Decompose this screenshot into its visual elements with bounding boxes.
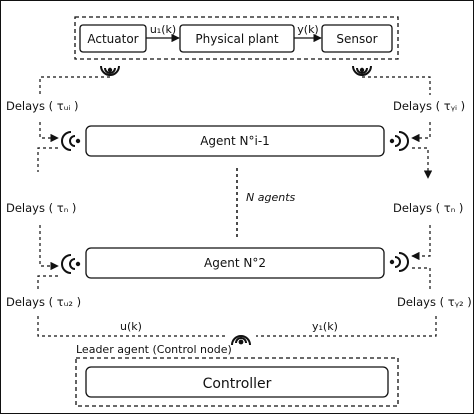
wireless-icon xyxy=(389,131,409,151)
u-k-label: u(k) xyxy=(120,320,142,333)
wireless-icon xyxy=(231,335,251,346)
dashed-link xyxy=(37,147,58,172)
dashed-link xyxy=(39,76,110,95)
leader-enclosure xyxy=(75,357,399,407)
actuator-label: Actuator xyxy=(87,32,138,46)
agent-top-label: Agent N°i-1 xyxy=(200,134,270,148)
controller-block: Controller xyxy=(85,366,389,398)
delay-label-left-mid: Delays ( τₙ ) xyxy=(6,201,76,215)
delay-label-right-top: Delays ( τᵧᵢ ) xyxy=(393,99,465,113)
y1-k-label: y₁(k) xyxy=(312,320,338,333)
actuator-block: Actuator xyxy=(79,24,147,53)
delay-label-left-bottom: Delays ( τᵤ₂ ) xyxy=(6,295,81,309)
physical-plant-block: Physical plant xyxy=(179,24,295,53)
dashed-link xyxy=(39,225,59,271)
controller-label: Controller xyxy=(203,376,272,392)
agent-block: Agent N°i-1 xyxy=(85,125,385,157)
n-agents-label: N agents xyxy=(246,191,296,204)
u1-signal-label: u₁(k) xyxy=(150,23,176,36)
dashed-link xyxy=(256,316,437,337)
dashed-link xyxy=(411,225,431,261)
dashed-link xyxy=(37,316,226,337)
wireless-icon xyxy=(61,254,81,274)
physical-plant-label: Physical plant xyxy=(195,32,279,46)
agent-bottom-label: Agent N°2 xyxy=(204,256,266,270)
wireless-icon xyxy=(100,65,120,76)
dashed-link xyxy=(412,147,433,179)
leader-agent-title: Leader agent (Control node) xyxy=(76,343,232,356)
delay-label-right-mid: Delays ( τₙ ) xyxy=(393,201,463,215)
dashed-link xyxy=(362,76,431,95)
dashed-link xyxy=(39,122,59,143)
sensor-block: Sensor xyxy=(321,24,393,53)
agent-block: Agent N°2 xyxy=(85,247,385,279)
plant-enclosure xyxy=(74,16,399,60)
dashed-link xyxy=(411,122,431,143)
wireless-icon xyxy=(389,252,409,272)
sensor-label: Sensor xyxy=(336,32,377,46)
y-signal-label: y(k) xyxy=(297,23,318,36)
delay-label-right-bottom: Delays ( τᵧ₂ ) xyxy=(397,295,472,309)
dashed-link xyxy=(37,275,58,292)
delay-label-left-top: Delays ( τᵤᵢ ) xyxy=(6,99,79,113)
wireless-icon xyxy=(352,65,372,76)
wireless-icon xyxy=(61,131,81,151)
dashed-link xyxy=(412,267,431,290)
